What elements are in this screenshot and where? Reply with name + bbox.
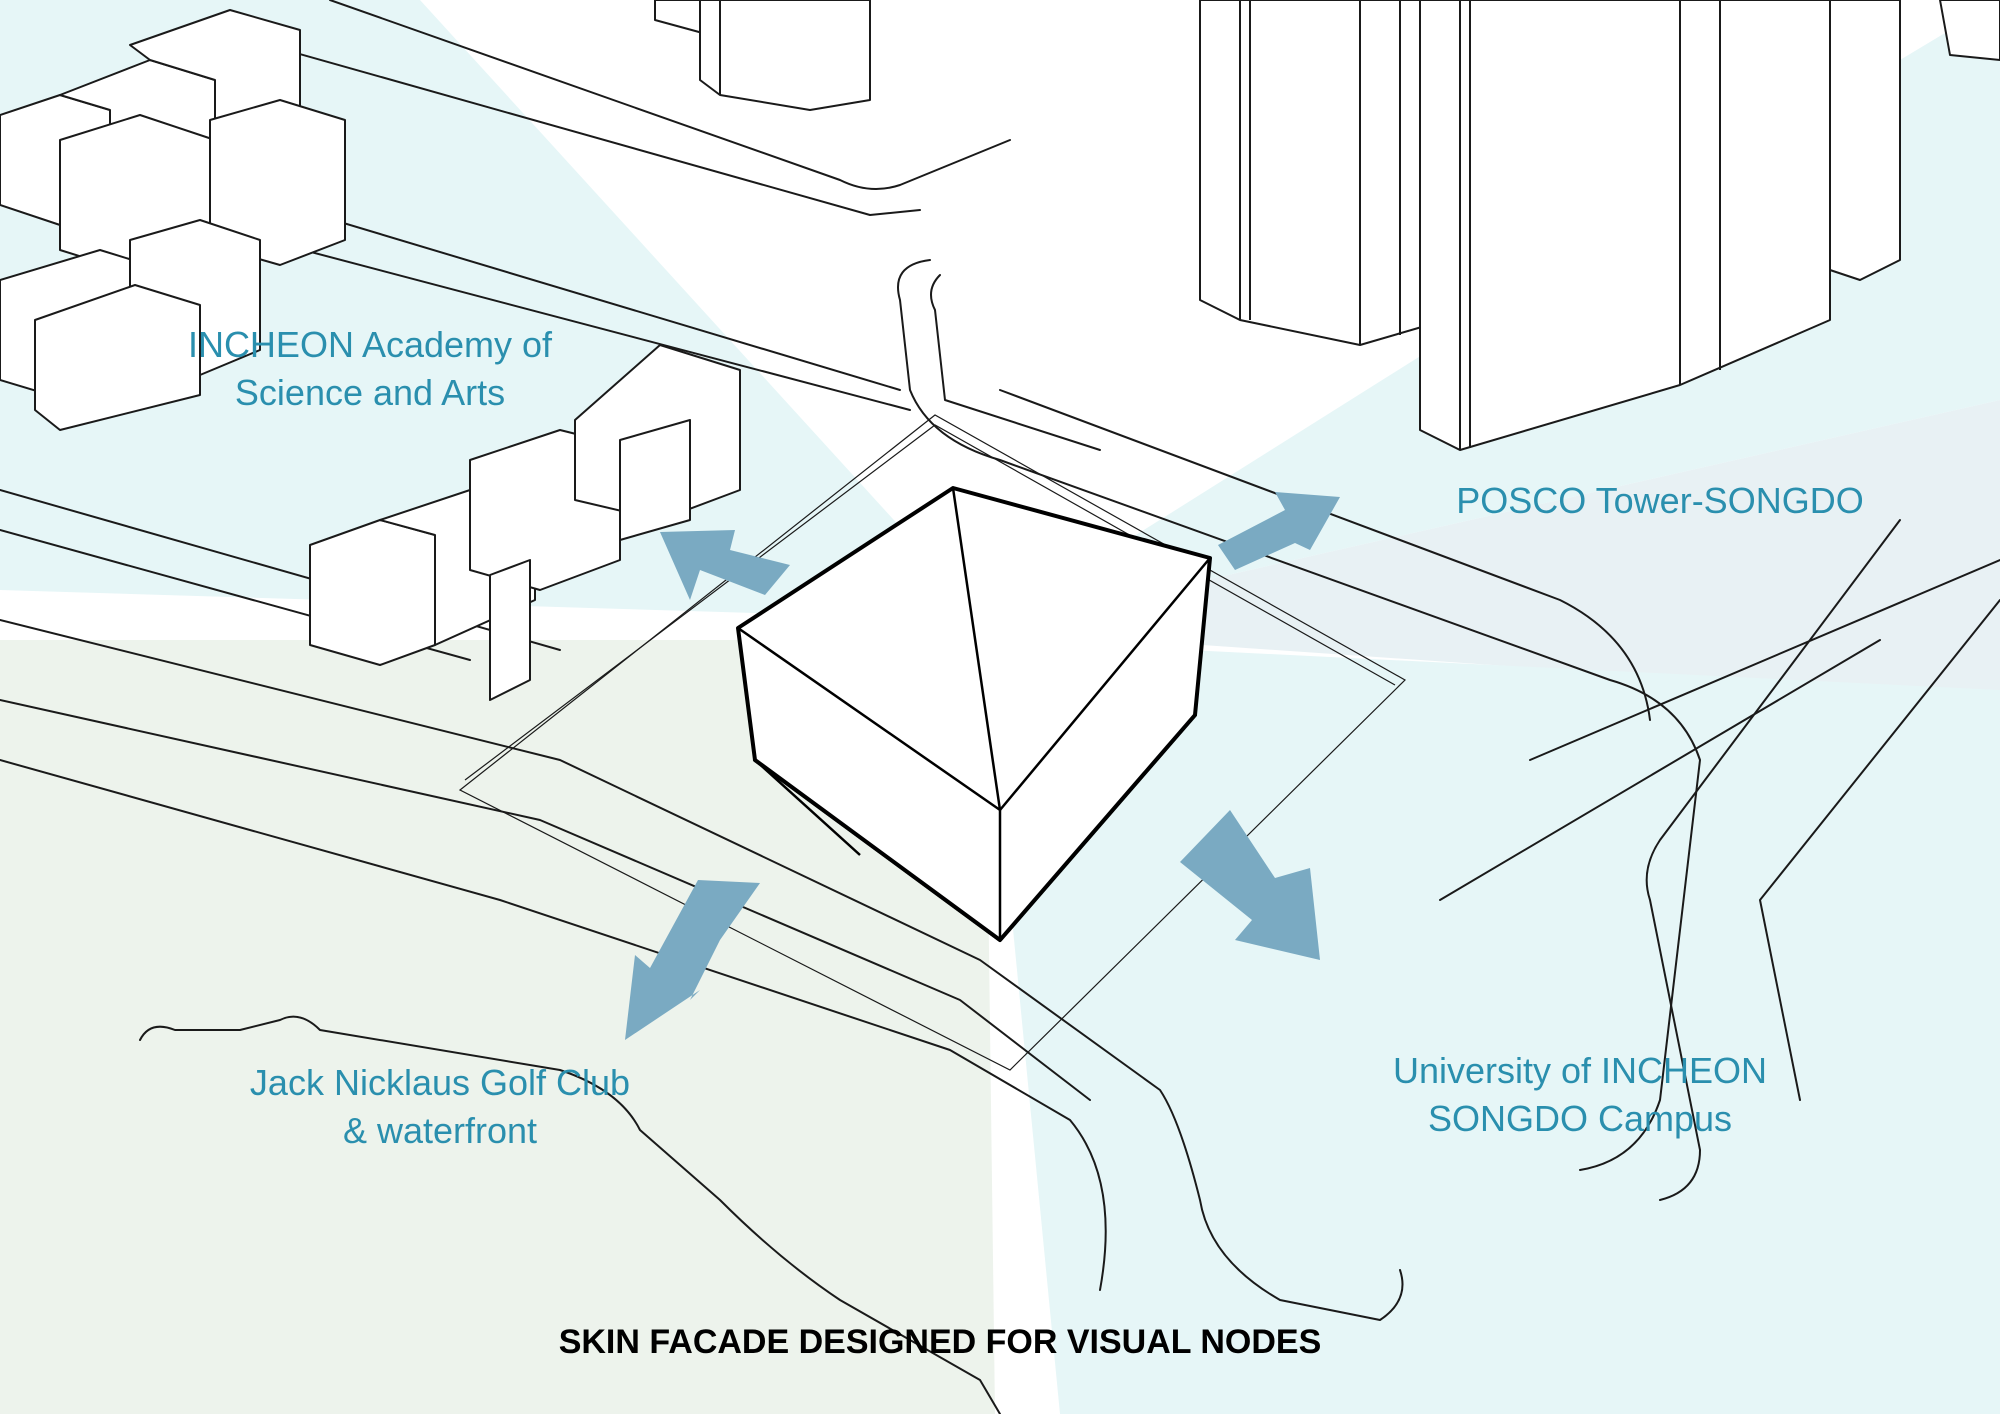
site-boundary <box>458 414 1406 1071</box>
road-curb <box>930 274 1101 451</box>
tower <box>1829 0 1901 281</box>
road-curb <box>897 259 1701 1171</box>
tower <box>1939 0 2000 61</box>
building-block <box>309 519 436 666</box>
label-posco: POSCO Tower-SONGDO <box>1456 480 1864 521</box>
site-parcel <box>458 414 1406 1071</box>
road-curb <box>1759 599 2000 1101</box>
building-block <box>619 419 691 541</box>
label-academy-line2: Science and Arts <box>234 372 506 413</box>
site-parcel-inner <box>464 424 1396 781</box>
facade-fold <box>754 759 861 856</box>
academy-buildings <box>0 9 741 701</box>
road-curb <box>0 699 1091 1101</box>
road-curb <box>0 759 1107 1291</box>
facade-fold <box>951 487 1002 811</box>
main-building <box>736 486 1212 942</box>
road-curb <box>1439 639 1881 901</box>
road-curb <box>999 389 1651 721</box>
label-golf-line1: Jack Nicklaus Golf Club <box>249 1062 631 1103</box>
upper-towers <box>654 0 871 111</box>
tower <box>699 0 871 111</box>
view-direction-arrow <box>1180 810 1320 960</box>
label-university-line2: SONGDO Campus <box>1427 1098 1733 1139</box>
road-curb <box>329 0 1011 190</box>
view-direction-arrow <box>660 530 790 600</box>
direction-arrows <box>625 492 1340 1040</box>
golf-contour <box>139 1015 1001 1414</box>
road-curb <box>1645 519 1901 1201</box>
road-curb <box>249 39 921 216</box>
zone-posco <box>985 400 2000 700</box>
diagram-title: SKIN FACADE DESIGNED FOR VISUAL NODES <box>558 1323 1322 1361</box>
building-block <box>34 284 201 431</box>
label-academy-line1: INCHEON Academy of <box>187 324 553 365</box>
road-curb <box>0 619 1404 1321</box>
zone-golf <box>0 640 995 1414</box>
building-block <box>489 559 531 701</box>
label-golf-line2: & waterfront <box>342 1110 538 1151</box>
view-direction-arrow <box>625 880 760 1040</box>
posco-towers <box>1199 0 2000 451</box>
view-direction-arrow <box>1218 492 1340 570</box>
waterfront-contour <box>139 1015 1001 1414</box>
label-university-line1: University of INCHEON <box>1392 1050 1768 1091</box>
road-curb <box>1529 559 2000 761</box>
